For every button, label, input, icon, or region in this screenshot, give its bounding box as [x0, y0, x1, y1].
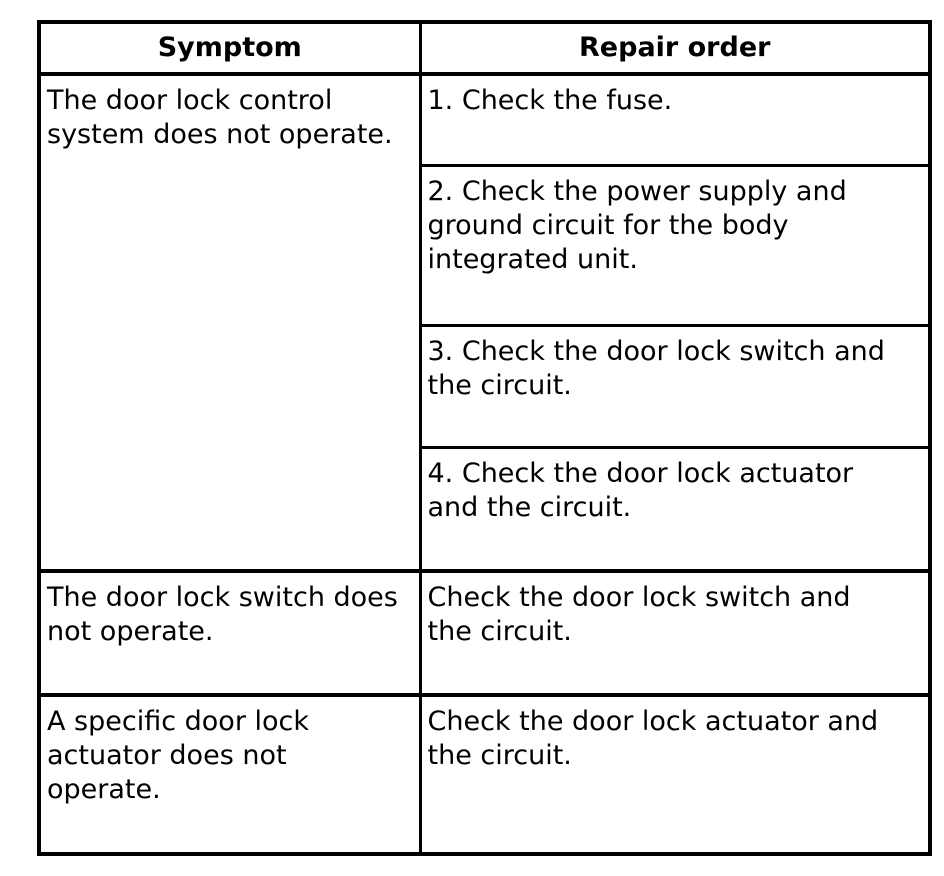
table-row: The door lock control system does not op…: [37, 72, 932, 573]
symptom-repair-table: Symptom Repair order The door lock contr…: [37, 20, 932, 856]
table-row: A specific door lock actuator does not o…: [37, 693, 932, 856]
symptom-repair-table-container: Symptom Repair order The door lock contr…: [37, 20, 932, 856]
repair-step-text: 4. Check the door lock actuator and the …: [427, 457, 854, 523]
symptom-cell-specific-actuator: A specific door lock actuator does not o…: [37, 693, 422, 856]
repair-step-cell-1: 1. Check the fuse.: [418, 72, 932, 167]
repair-step-text: 3. Check the door lock switch and the ci…: [427, 335, 885, 401]
symptom-text: The door lock switch does not operate.: [47, 582, 398, 647]
table-row: 4. Check the door lock actuator and the …: [39, 445, 932, 573]
repair-cell-switch: Check the door lock switch and the circu…: [418, 569, 932, 697]
symptom-cell-control-system: The door lock control system does not op…: [37, 72, 422, 573]
repair-step-cell-4: 4. Check the door lock actuator and the …: [418, 445, 932, 573]
table-header-row: Symptom Repair order: [37, 20, 932, 76]
repair-step-text: 2. Check the power supply and ground cir…: [427, 175, 847, 275]
repair-cell-actuator: Check the door lock actuator and the cir…: [418, 693, 932, 856]
repair-step-text: Check the door lock switch and the circu…: [427, 582, 851, 647]
symptom-text: A specific door lock actuator does not o…: [47, 706, 310, 805]
repair-step-cell-3: 3. Check the door lock switch and the ci…: [418, 323, 932, 449]
repair-step-text: Check the door lock actuator and the cir…: [427, 706, 879, 771]
table-row: 3. Check the door lock switch and the ci…: [39, 323, 932, 449]
symptom-text: The door lock control system does not op…: [47, 85, 393, 150]
repair-step-text: 1. Check the fuse.: [427, 85, 673, 116]
header-symptom: Symptom: [37, 20, 422, 76]
table-row: The door lock switch does not operate. C…: [37, 569, 932, 697]
symptom-cell-door-lock-switch: The door lock switch does not operate.: [37, 569, 422, 697]
table-row: 2. Check the power supply and ground cir…: [39, 163, 932, 327]
repair-step-cell-2: 2. Check the power supply and ground cir…: [418, 163, 932, 327]
header-repair-order: Repair order: [418, 20, 932, 76]
